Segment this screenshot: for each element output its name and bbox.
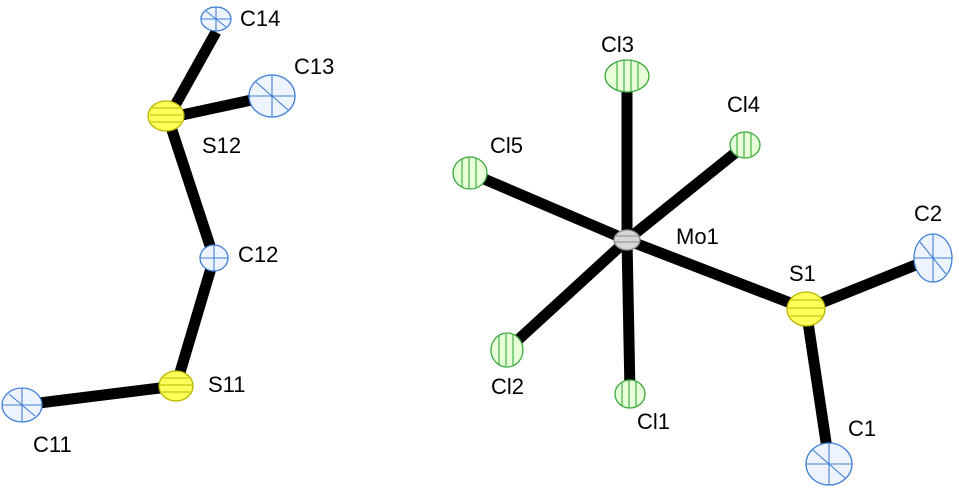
complex-bonds	[467, 76, 936, 463]
bond-mo1-cl4	[623, 140, 749, 245]
label-s11: S11	[208, 372, 246, 397]
atom-labels: C14 C13 S12 C12 S11 C11 Cl3 Cl4 Cl5 Mo1 …	[33, 6, 942, 457]
label-c14: C14	[240, 6, 280, 31]
bond-mo1-s1	[625, 234, 808, 315]
label-c1: C1	[848, 416, 876, 441]
bond-s1-c2	[803, 252, 936, 315]
bond-mo1-cl1	[621, 239, 636, 393]
atom-c11	[1, 387, 43, 423]
label-c11: C11	[33, 432, 72, 457]
ligand-bonds	[22, 29, 272, 411]
atom-c14	[200, 6, 232, 32]
bond-s11-c11	[22, 380, 177, 411]
label-c12: C12	[238, 242, 278, 267]
label-cl4: Cl4	[727, 92, 760, 117]
label-cl3: Cl3	[601, 32, 634, 57]
atom-mo1	[613, 229, 641, 251]
atom-c13	[248, 74, 296, 118]
label-cl1: Cl1	[637, 409, 670, 434]
label-mo1: Mo1	[676, 224, 719, 249]
label-s1: S1	[789, 261, 816, 286]
atom-cl1	[614, 379, 646, 409]
atom-cl3	[604, 59, 650, 93]
atom-s11	[158, 370, 194, 402]
atom-cl4	[729, 131, 761, 159]
bond-mo1-cl2	[503, 235, 631, 355]
atom-cl5	[452, 156, 488, 190]
label-c2: C2	[914, 201, 942, 226]
label-s12: S12	[202, 133, 241, 158]
atom-s12	[147, 100, 185, 132]
label-c13: C13	[294, 54, 334, 79]
atom-c2	[913, 233, 953, 283]
bond-mo1-cl5	[467, 167, 630, 246]
bond-c12-s11	[170, 256, 220, 388]
label-cl5: Cl5	[490, 133, 523, 158]
atom-c12	[199, 244, 229, 272]
bond-s1-c1	[800, 308, 835, 463]
bond-s12-c12	[162, 116, 220, 260]
atom-s1	[786, 291, 826, 327]
label-cl2: Cl2	[491, 374, 524, 399]
atom-c1	[805, 442, 853, 486]
atom-cl2	[490, 332, 524, 368]
